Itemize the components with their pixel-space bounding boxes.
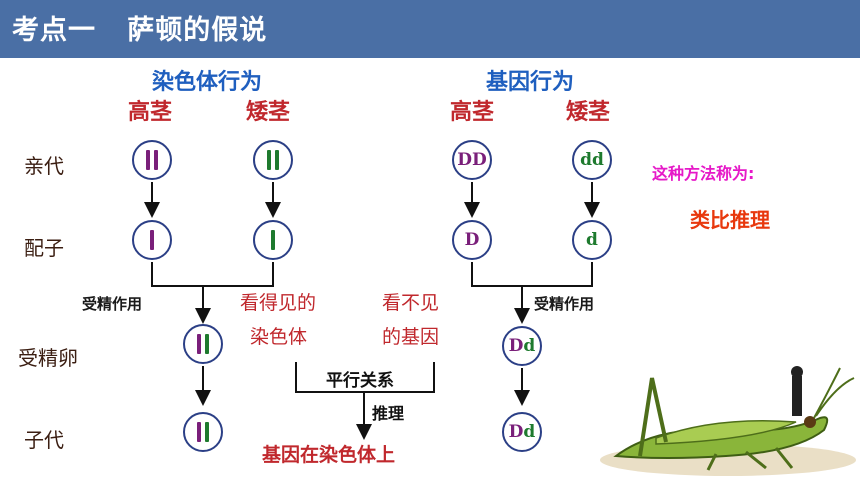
- gamete-short-chromosome-cell: [253, 220, 293, 260]
- chromosome-bar: [197, 334, 201, 354]
- grasshopper-legs: [706, 447, 794, 471]
- figure-head: [791, 366, 803, 378]
- chromosome-bar: [154, 150, 158, 170]
- chromosome-bar: [150, 230, 154, 250]
- gamete-tall-chromosome-cell: [132, 220, 172, 260]
- chromosome-bar: [197, 422, 201, 442]
- genotype-recessive: d: [523, 336, 536, 356]
- chromosome-bar: [267, 150, 271, 170]
- chromosome-behavior-title: 染色体行为: [152, 70, 263, 95]
- parent-tall-gene-cell: DD: [452, 140, 492, 180]
- left-fertilization-label: 受精作用: [82, 295, 143, 313]
- grasshopper-antennae: [813, 367, 855, 419]
- genotype-dominant: D: [508, 422, 524, 442]
- grasshopper-illustration: [600, 366, 856, 476]
- row-label-parent: 亲代: [24, 154, 64, 178]
- left-tall-label: 高茎: [128, 99, 173, 125]
- row-label-zygote: 受精卵: [18, 346, 78, 370]
- gene-behavior-title: 基因行为: [486, 70, 575, 95]
- visible-chromosome-line1: 看得见的: [240, 292, 317, 314]
- invisible-gene-line1: 看不见: [382, 292, 440, 314]
- right-fertilization-label: 受精作用: [534, 295, 595, 313]
- parent-tall-chromosome-cell: [132, 140, 172, 180]
- chromosome-bar: [205, 334, 209, 354]
- inference-label: 推理: [372, 404, 405, 423]
- method-question: 这种方法称为:: [652, 164, 755, 183]
- chromosome-bar: [205, 422, 209, 442]
- gamete-tall-gene-cell: D: [452, 220, 492, 260]
- genotype-dominant: D: [508, 336, 524, 356]
- genotype-text: DD: [457, 150, 487, 170]
- parent-short-gene-cell: dd: [572, 140, 612, 180]
- right-tall-label: 高茎: [450, 99, 495, 125]
- grasshopper-wing: [655, 420, 797, 445]
- right-short-label: 矮茎: [566, 99, 611, 125]
- chromosome-bar: [275, 150, 279, 170]
- chromosome-bar: [146, 150, 150, 170]
- parent-short-chromosome-cell: [253, 140, 293, 180]
- grasshopper-eye: [804, 416, 816, 428]
- conclusion-label: 基因在染色体上: [262, 444, 396, 466]
- zygote-chromosome-cell: [183, 324, 223, 364]
- parallel-relation-label: 平行关系: [326, 371, 394, 391]
- genotype-text: D: [464, 230, 480, 250]
- genotype-text: d: [586, 230, 598, 250]
- row-label-offspring: 子代: [24, 428, 64, 452]
- genotype-recessive: d: [523, 422, 536, 442]
- row-label-gamete: 配子: [24, 236, 64, 260]
- left-short-label: 矮茎: [246, 99, 291, 125]
- visible-chromosome-line2: 染色体: [250, 326, 308, 348]
- title-bar: 考点一 萨顿的假说: [0, 0, 860, 58]
- offspring-chromosome-cell: [183, 412, 223, 452]
- gamete-short-gene-cell: d: [572, 220, 612, 260]
- figure-silhouette: [792, 376, 802, 416]
- page-title: 考点一 萨顿的假说: [12, 15, 268, 46]
- genotype-text: dd: [580, 150, 604, 170]
- chromosome-bar: [271, 230, 275, 250]
- method-answer: 类比推理: [690, 208, 770, 232]
- grasshopper-hind-leg: [638, 377, 668, 457]
- invisible-gene-line2: 的基因: [382, 326, 440, 348]
